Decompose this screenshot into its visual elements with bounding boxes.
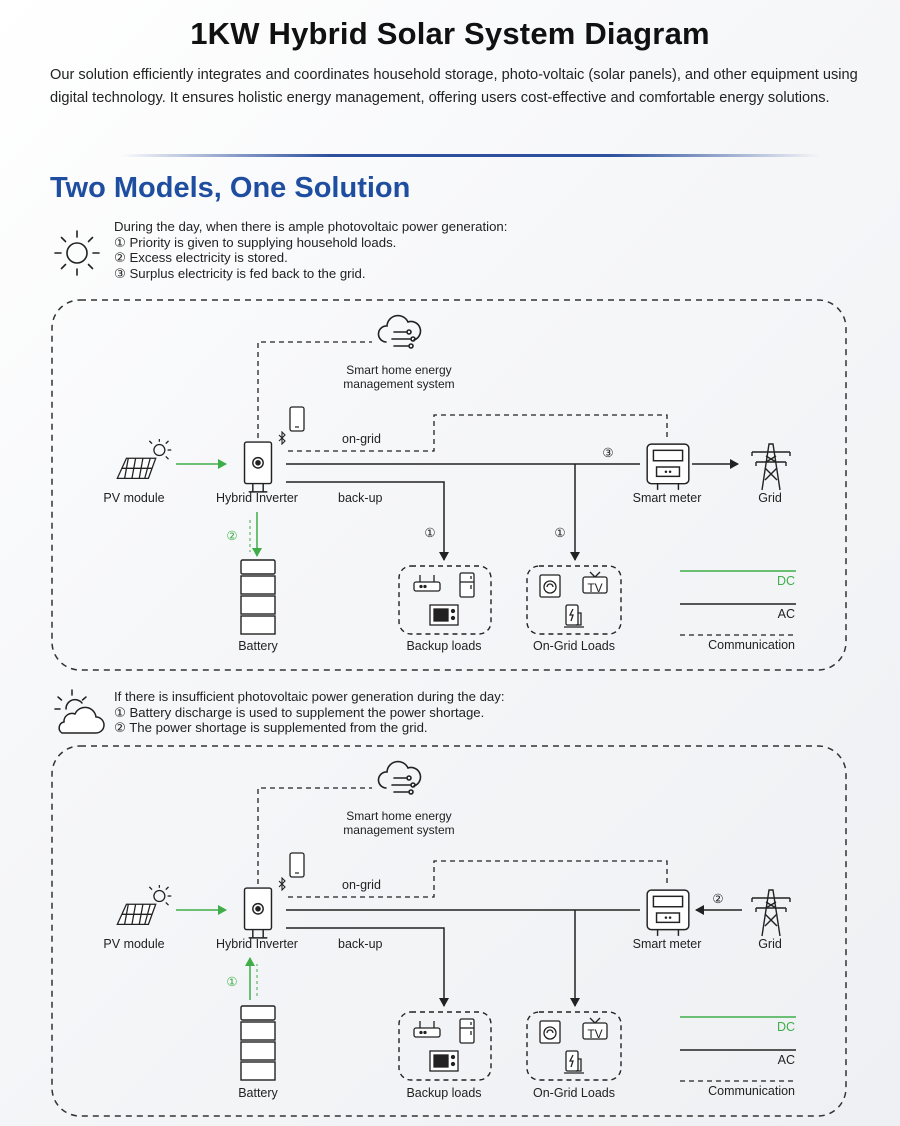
grid-label: Grid xyxy=(758,491,782,505)
router-icon xyxy=(413,1020,441,1038)
marker: ① xyxy=(424,526,435,540)
diagram-scenario2: Smart home energy management system on-g… xyxy=(51,745,847,1117)
smart-meter-icon xyxy=(646,443,690,491)
microwave-icon xyxy=(429,1050,459,1072)
fridge-icon xyxy=(459,1018,475,1044)
diagram-frame xyxy=(51,745,847,1117)
marker: ① xyxy=(554,526,565,540)
smart-meter-icon xyxy=(646,889,690,937)
legend-ac-label: AC xyxy=(778,1053,795,1067)
grid-tower-icon xyxy=(751,889,791,937)
ev-charger-icon xyxy=(564,1050,584,1074)
inverter-label: Hybrid Inverter xyxy=(216,491,298,505)
inverter-icon xyxy=(243,887,273,939)
legend-comm-label: Communication xyxy=(708,1084,795,1098)
cloud-icon xyxy=(377,760,422,795)
scenario2-condition-text: If there is insufficient photovoltaic po… xyxy=(114,689,505,704)
legend-comm-label: Communication xyxy=(708,638,795,652)
smart-home-label: management system xyxy=(343,377,454,391)
battery-label: Battery xyxy=(238,1086,278,1100)
legend-ac-label: AC xyxy=(778,607,795,621)
marker: ③ xyxy=(602,446,613,460)
comm-line-cloud xyxy=(257,787,372,884)
on-grid-label: on-grid xyxy=(342,878,381,892)
diagram-frame xyxy=(51,299,847,671)
pv-module-label: PV module xyxy=(103,491,164,505)
pv-module-icon xyxy=(116,438,172,480)
page-title: 1KW Hybrid Solar System Diagram xyxy=(190,16,710,51)
sun-icon xyxy=(54,230,100,276)
legend-dc-label: DC xyxy=(777,574,795,588)
bluetooth-icon xyxy=(278,431,286,445)
grid-label: Grid xyxy=(758,937,782,951)
smart-home-label: Smart home energy xyxy=(346,363,451,377)
microwave-icon xyxy=(429,604,459,626)
bluetooth-icon xyxy=(278,877,286,891)
comm-line-cloud xyxy=(257,341,372,438)
pv-module-icon xyxy=(116,884,172,926)
comm-line-meter xyxy=(288,860,668,898)
backup-loads-box xyxy=(398,1011,492,1081)
grid-tower-icon xyxy=(751,443,791,491)
scenario2-step: ① Battery discharge is used to supplemen… xyxy=(114,704,485,720)
marker: ② xyxy=(226,529,237,543)
comm-line-meter xyxy=(288,414,668,452)
router-icon xyxy=(413,574,441,592)
intro-paragraph: Our solution efficiently integrates and … xyxy=(50,67,858,106)
battery-label: Battery xyxy=(238,639,278,653)
battery-icon xyxy=(240,559,276,635)
diagram-scenario1: Smart home energy management system on-g… xyxy=(51,299,847,671)
cloud-icon xyxy=(377,314,422,349)
phone-icon xyxy=(289,852,305,878)
marker: ① xyxy=(226,975,237,989)
on-grid-loads-label: On-Grid Loads xyxy=(533,1086,615,1100)
on-grid-loads-box xyxy=(526,565,622,635)
scenario1-condition: During the day, when there is ample phot… xyxy=(114,219,507,281)
battery-icon xyxy=(240,1005,276,1081)
smart-home-label: Smart home energy xyxy=(346,809,451,823)
scenario2-step: ② The power shortage is supplemented fro… xyxy=(114,720,428,735)
legend-dc-label: DC xyxy=(777,1020,795,1034)
backup-loads-box xyxy=(398,565,492,635)
washer-icon xyxy=(539,574,561,598)
section-heading: Two Models, One Solution xyxy=(50,172,411,204)
ac-line-backup xyxy=(286,927,449,1007)
smart-home-label: management system xyxy=(343,823,454,837)
smart-meter-label: Smart meter xyxy=(633,937,702,951)
smart-meter-label: Smart meter xyxy=(633,491,702,505)
on-grid-loads-label: On-Grid Loads xyxy=(533,639,615,653)
cloud-sun-icon xyxy=(54,689,105,734)
scenario1-step: ② Excess electricity is stored. xyxy=(114,250,288,265)
washer-icon xyxy=(539,1020,561,1044)
ev-charger-icon xyxy=(564,604,584,628)
scenario2-condition: If there is insufficient photovoltaic po… xyxy=(114,689,505,736)
inverter-icon xyxy=(243,441,273,493)
pv-module-label: PV module xyxy=(103,937,164,951)
scenario1-step: ③ Surplus electricity is fed back to the… xyxy=(114,265,366,281)
on-grid-loads-box xyxy=(526,1011,622,1081)
ac-line-backup xyxy=(286,481,449,561)
fridge-icon xyxy=(459,572,475,598)
tv-icon-text: TV xyxy=(587,1027,602,1041)
backup-loads-label: Backup loads xyxy=(406,1086,481,1100)
marker: ② xyxy=(712,892,723,906)
inverter-label: Hybrid Inverter xyxy=(216,937,298,951)
scenario1-step: ① Priority is given to supplying househo… xyxy=(114,234,397,250)
tv-icon-text: TV xyxy=(587,581,602,595)
back-up-label: back-up xyxy=(338,491,383,505)
scenario1-condition-text: During the day, when there is ample phot… xyxy=(114,219,508,234)
phone-icon xyxy=(289,406,305,432)
divider xyxy=(120,154,820,157)
on-grid-label: on-grid xyxy=(342,432,381,446)
back-up-label: back-up xyxy=(338,937,383,951)
backup-loads-label: Backup loads xyxy=(406,639,481,653)
